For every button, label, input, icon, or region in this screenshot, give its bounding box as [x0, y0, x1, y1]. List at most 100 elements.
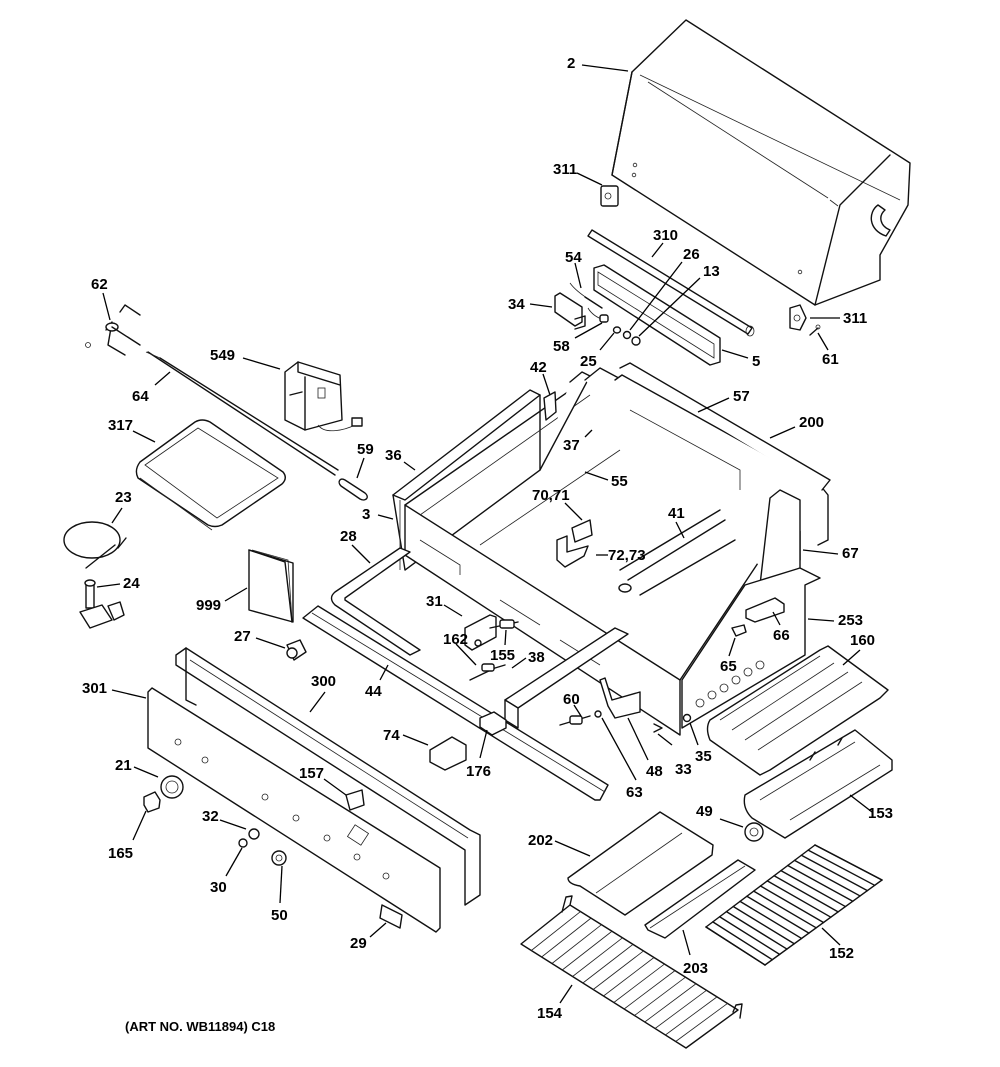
igniter-wire-part [569, 282, 603, 309]
callout-2: 2 [567, 55, 575, 72]
leader-310 [651, 242, 664, 258]
cover-34-part [554, 292, 586, 330]
rack-wire [551, 924, 602, 964]
grate-bar [793, 859, 861, 897]
callout-36: 36 [385, 447, 402, 464]
leader-50 [279, 865, 283, 904]
callout-21: 21 [115, 757, 132, 774]
knob-165-part [143, 791, 161, 813]
leader-42 [542, 373, 551, 396]
switch-157-part [345, 789, 365, 811]
callout-50: 50 [271, 907, 288, 924]
nut-162-part [474, 639, 482, 647]
leader-202 [554, 840, 591, 857]
callout-64: 64 [132, 388, 149, 405]
leader-54 [574, 262, 582, 289]
leader-63 [601, 717, 637, 781]
callout-55: 55 [611, 473, 628, 490]
callout-32: 32 [202, 808, 219, 825]
leader-57 [697, 397, 730, 413]
bezel-27-part [286, 639, 307, 661]
leader-59 [356, 457, 365, 479]
firebox-part [392, 362, 831, 736]
leader-162 [455, 643, 477, 666]
leader-2 [581, 64, 629, 72]
valve-65-part [731, 624, 747, 637]
grate-bar [787, 864, 854, 902]
callout-33: 33 [675, 761, 692, 778]
crossbar-part [504, 627, 629, 729]
leader-24 [96, 583, 121, 588]
callout-160: 160 [850, 632, 875, 649]
bracket-42-part [543, 391, 557, 421]
callout-13: 13 [703, 263, 720, 280]
spacer-63-part [594, 710, 602, 718]
leader-317 [132, 430, 156, 443]
tube-38-part [469, 663, 506, 681]
callout-5: 5 [752, 353, 760, 370]
grate-bar [725, 910, 788, 950]
callout-28: 28 [340, 528, 357, 545]
callout-200: 200 [799, 414, 824, 431]
knob-30-part [238, 838, 248, 848]
grate-bar [766, 880, 832, 918]
leader-999 [224, 587, 248, 602]
nut-26-part [622, 330, 632, 340]
callout-3: 3 [362, 506, 370, 523]
grate-bar [705, 926, 766, 966]
leader-44 [379, 664, 389, 681]
callout-31: 31 [426, 593, 443, 610]
callout-999: 999 [196, 597, 221, 614]
leader-301 [111, 689, 147, 699]
spacer-25-part [612, 326, 622, 334]
grate-bar [739, 900, 803, 940]
leader-31 [443, 604, 463, 617]
leader-26 [629, 261, 683, 331]
cooking-grate-part [705, 844, 883, 966]
callout-48: 48 [646, 763, 663, 780]
leader-28 [351, 544, 371, 564]
label-29-part [379, 904, 403, 929]
end-cap-part [479, 711, 507, 736]
leader-65 [728, 637, 736, 657]
electrode-58-part [587, 307, 609, 323]
callout-7273: 72,73 [608, 547, 646, 564]
leader-38 [511, 657, 527, 669]
rotisserie-motor-part [284, 361, 363, 432]
leader-27 [255, 637, 286, 649]
clip-33-part [653, 723, 663, 733]
valve-155-part [489, 619, 519, 629]
grate-bar [732, 905, 795, 945]
callout-311-left: 311 [553, 161, 577, 178]
burner-knob-49-part [744, 822, 764, 842]
leader-64 [154, 371, 171, 386]
rack-wire [572, 937, 623, 977]
callout-152: 152 [829, 945, 854, 962]
rack-wire [613, 963, 665, 1003]
callout-26: 26 [683, 246, 700, 263]
callout-65: 65 [720, 658, 737, 675]
leader-66 [772, 611, 781, 626]
leader-3 [377, 514, 394, 520]
control-panel-part [147, 687, 441, 933]
callout-301: 301 [82, 680, 107, 697]
grate-bar [712, 921, 774, 961]
callout-27: 27 [234, 628, 251, 645]
leader-37 [584, 429, 593, 438]
rack-wire [665, 996, 718, 1036]
drip-tray-part [135, 419, 286, 531]
callout-41: 41 [668, 505, 685, 522]
leader-29 [369, 922, 387, 938]
leader-13 [638, 277, 701, 337]
callout-25: 25 [580, 353, 597, 370]
screw-61-part [809, 324, 821, 336]
callout-38: 38 [528, 649, 545, 666]
leader-49 [719, 818, 744, 828]
leader-7071 [564, 502, 583, 521]
leader-35 [689, 722, 699, 746]
art-number: (ART NO. WB11894) C18 [125, 1019, 275, 1034]
callout-37: 37 [563, 437, 580, 454]
callout-300: 300 [311, 673, 336, 690]
manifold-cover-part [175, 647, 481, 906]
manual-part [248, 549, 294, 623]
